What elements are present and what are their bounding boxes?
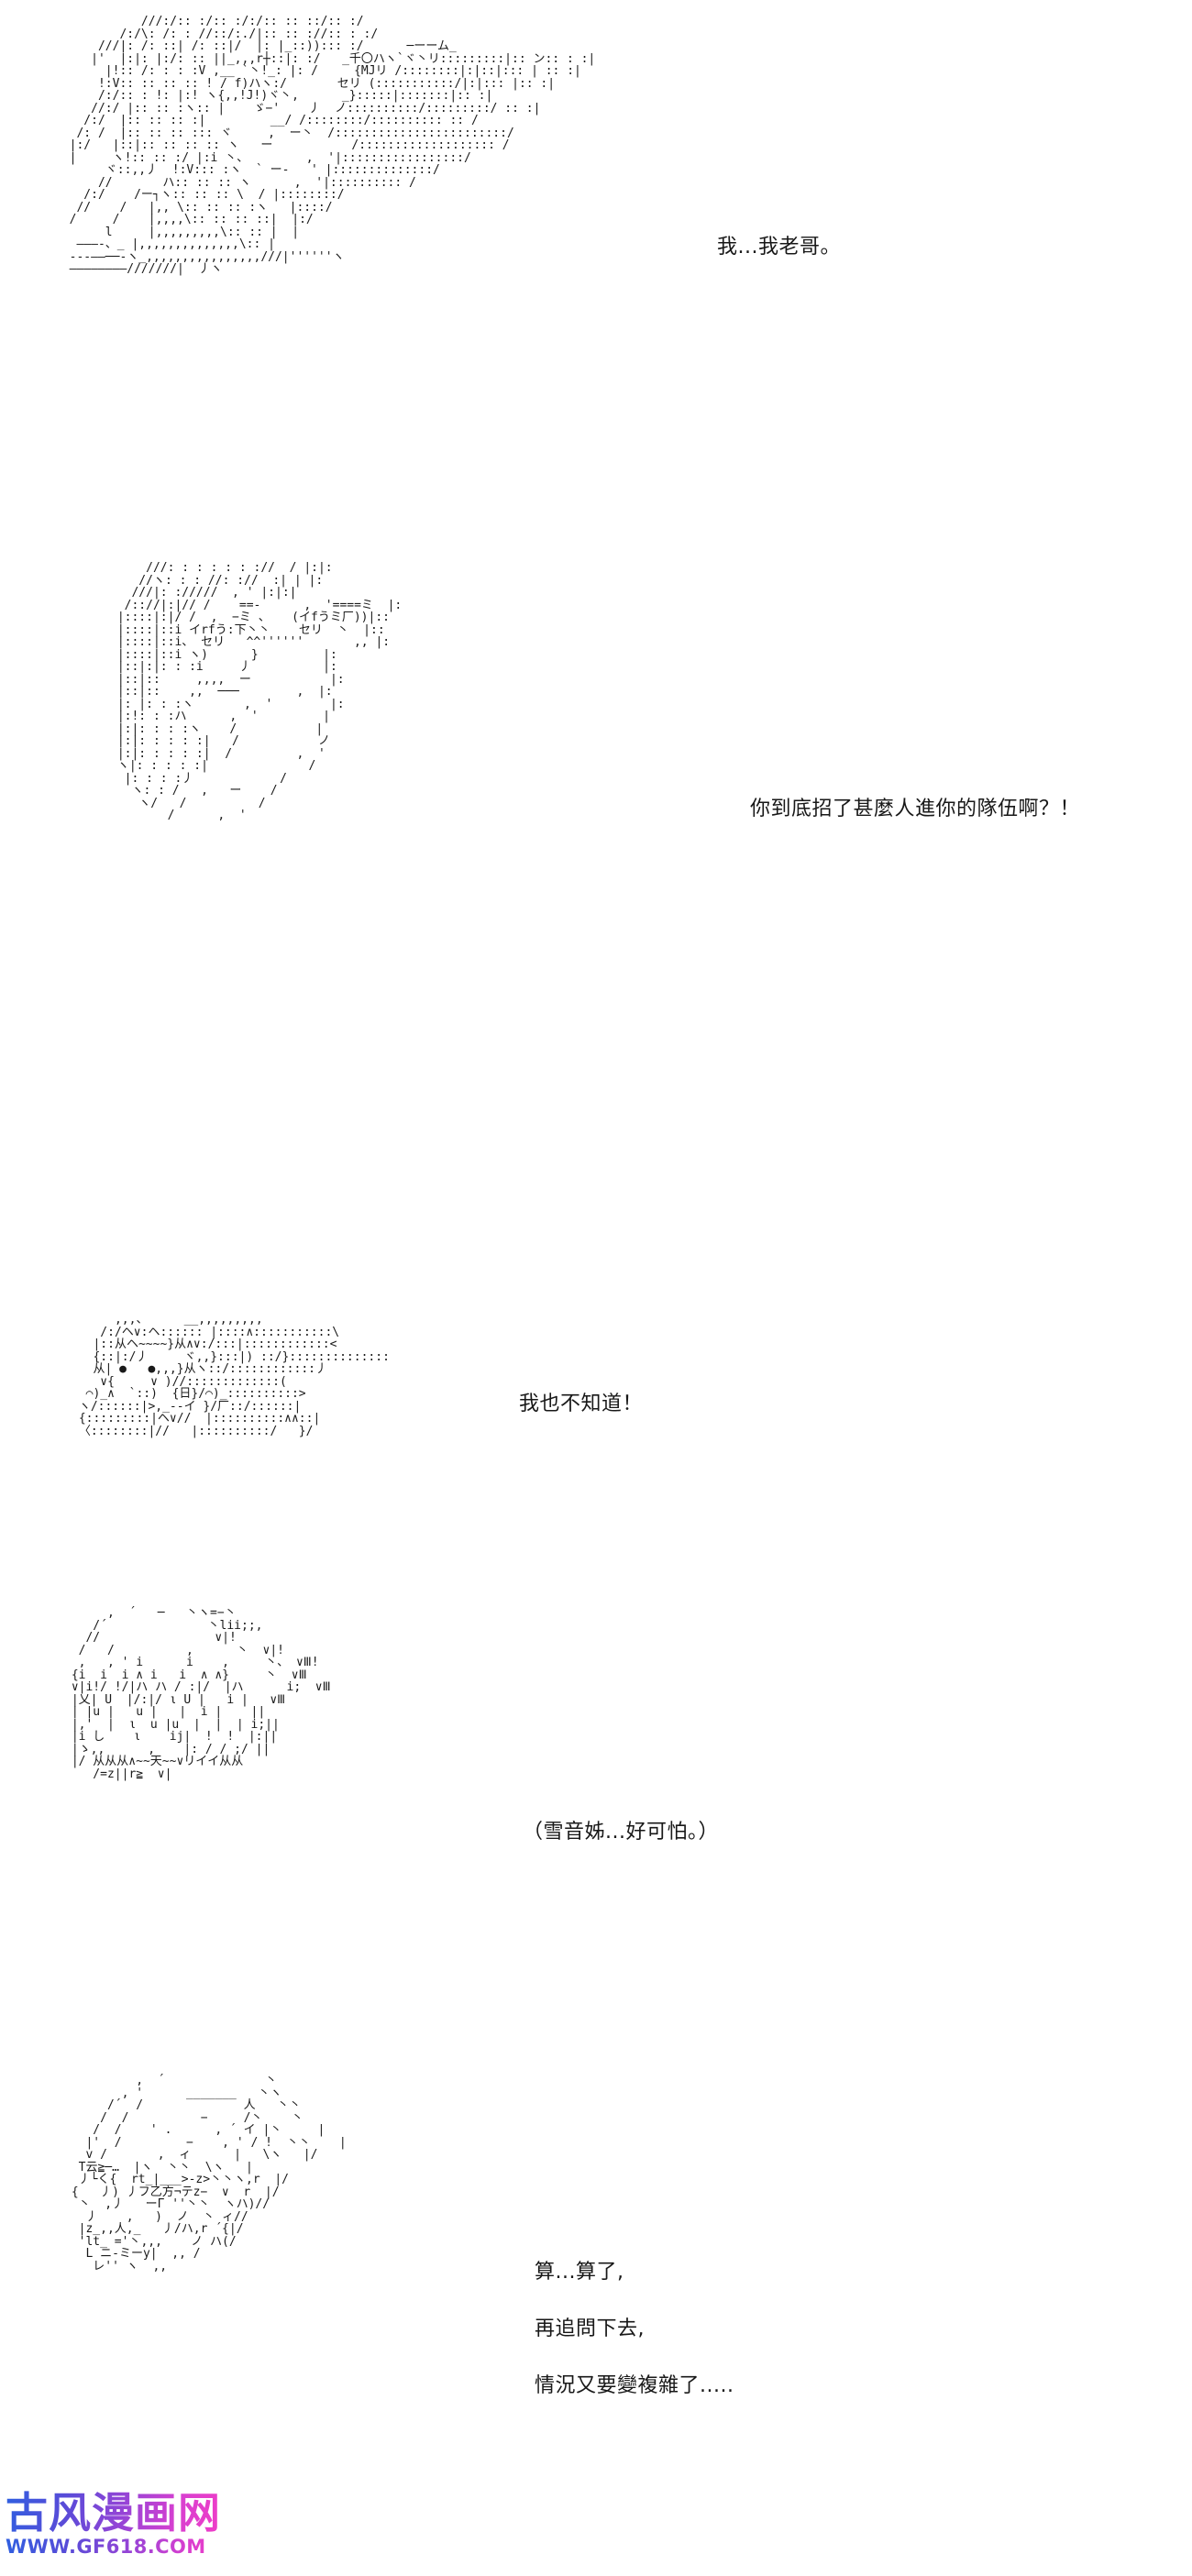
dialogue-panel-5-line-1: 算...算了, xyxy=(535,2261,624,2284)
dialogue-panel-5-line-3: 情況又要變複雜了..... xyxy=(535,2374,734,2397)
ascii-art-panel-5: , ´ 丶 , ' _______ 丶ヽ /´ / 人 丶丶 / / − /丶 … xyxy=(71,2074,347,2273)
ascii-art-panel-2: ///: : : : : : :// / |:|: //ヽ: : : //: :… xyxy=(116,561,403,822)
ascii-art-panel-4: , ´ ─ 丶ヽ=−丶 /´ 丶lii;;, // ∨|! / / , 丶 ∨|… xyxy=(71,1606,331,1781)
dialogue-panel-2-line-1: 你到底招了甚麼人進你的隊伍啊？！ xyxy=(750,798,1081,820)
ascii-art-panel-1: ///:/:: :/:: :/:/:: :: ::/:: :/ /:/\: /:… xyxy=(69,15,596,276)
ascii-art-panel-3: ,,,、 __,,,,,,,,, /:/ヘ∨:ヘ:::::: |::::∧:::… xyxy=(78,1313,390,1438)
watermark-brand-text: 古风漫画网 xyxy=(6,2490,226,2536)
site-watermark: 古风漫画网 WWW.GF618.COM xyxy=(6,2490,226,2558)
dialogue-panel-3-line-1: 我也不知道！ xyxy=(519,1393,644,1415)
watermark-url-text: WWW.GF618.COM xyxy=(6,2536,226,2558)
dialogue-panel-5-line-2: 再追問下去, xyxy=(535,2317,645,2340)
dialogue-panel-1-line-1: 我...我老哥。 xyxy=(717,236,841,259)
dialogue-panel-4-line-1: （雪音姊...好可怕。） xyxy=(523,1821,719,1844)
